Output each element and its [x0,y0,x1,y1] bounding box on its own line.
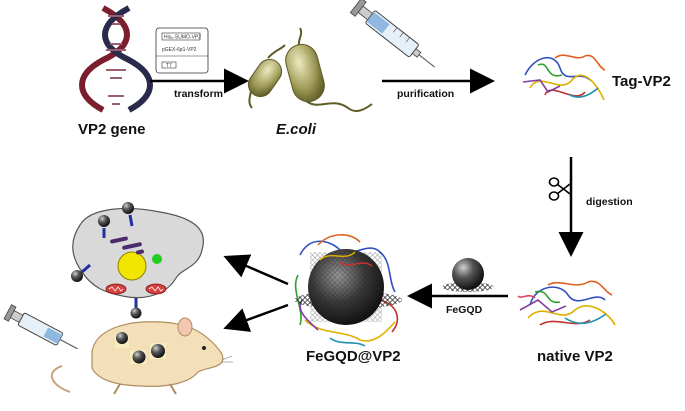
fegqd-vp2-construct-icon [294,234,402,347]
ecoli-icon [247,27,373,112]
fegqd-particle-icon [442,258,494,292]
plasmid-label-3: T7 [166,63,172,69]
plasmid-label-2: pGEX-6p1-VP2 [162,47,197,53]
native-vp2-label: native VP2 [537,348,613,365]
vp2-gene-label: VP2 gene [78,121,146,138]
plasmid-label-1: His₆-SUMO-VP2 [164,35,201,41]
tag-vp2-protein-icon [522,54,606,101]
transform-label: transform [174,88,224,100]
tag-vp2-label: Tag-VP2 [612,73,671,90]
arrow-to-cell [223,254,289,286]
mouse-icon [50,317,233,395]
ecoli-label: E.coli [276,121,317,138]
scissors-icon [548,177,571,201]
native-vp2-protein-icon [517,280,616,326]
dna-helix-icon [79,5,153,113]
receptor-particles-icon [71,202,142,319]
purification-label: purification [397,88,455,100]
plasmid-map-icon: His₆-SUMO-VP2 pGEX-6p1-VP2 T7 [155,27,209,74]
fegqd-vp2-label: FeGQD@VP2 [306,348,401,365]
cell-icon [71,202,204,319]
arrow-to-mouse [223,303,289,332]
fegqd-arrow-label: FeGQD [446,304,483,316]
syringe-icon [349,0,436,68]
injection-syringe-icon [3,304,78,350]
mitochondria-icon [105,283,167,295]
digestion-label: digestion [586,196,633,208]
